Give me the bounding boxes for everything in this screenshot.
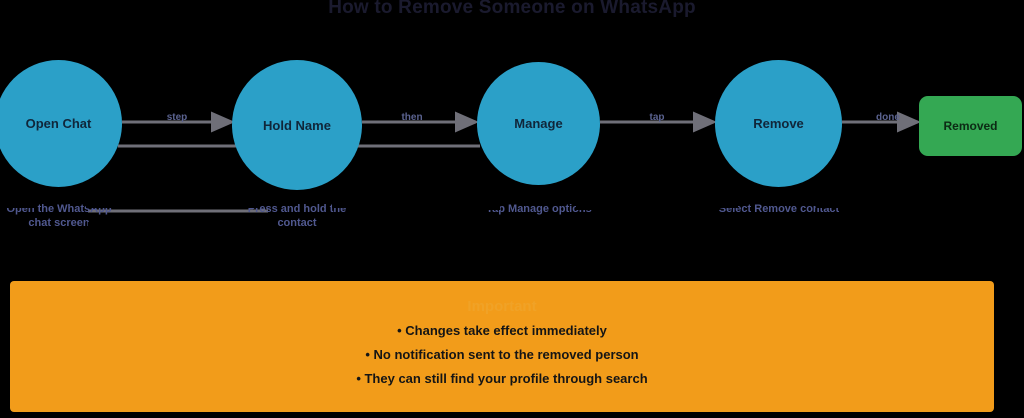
flow-node-open-chat[interactable]: Open Chat <box>0 60 122 187</box>
flow-diagram: Open Chat Hold Name Manage Remove Remove… <box>0 46 1024 252</box>
occlusion-bar <box>576 194 624 210</box>
flow-node-label: Remove <box>753 116 804 131</box>
occlusion-bar <box>332 194 384 208</box>
flow-node-label: Removed <box>943 118 998 133</box>
flow-node-label: Open Chat <box>25 116 92 131</box>
edge-label-open-chat-hold-name: step <box>166 112 188 123</box>
edge-label-manage-remove: tap <box>649 112 665 123</box>
flow-node-manage[interactable]: Manage <box>477 62 600 185</box>
occlusion-bar <box>470 194 500 210</box>
flow-node-hold-name[interactable]: Hold Name <box>232 60 362 190</box>
occlusion-bar <box>86 232 146 252</box>
notes-heading: Important <box>467 298 537 315</box>
flow-node-sublabel-manage: Tap Manage options <box>486 203 592 215</box>
occlusion-bar <box>576 222 624 250</box>
note-bullet: • Changes take effect immediately <box>397 323 607 338</box>
note-bullet: • No notification sent to the removed pe… <box>365 347 639 362</box>
occlusion-bar <box>226 222 242 234</box>
occlusion-bar <box>88 222 102 234</box>
occlusion-bar <box>0 234 22 248</box>
occlusion-bar <box>470 226 506 250</box>
occlusion-bar <box>818 232 870 252</box>
occlusion-bar <box>816 194 870 208</box>
occlusion-bar <box>0 194 34 208</box>
page-title: How to Remove Someone on WhatsApp <box>328 0 696 18</box>
flow-node-label: Hold Name <box>263 117 331 133</box>
occlusion-bar <box>86 194 136 208</box>
edge-label-remove-removed: done <box>876 112 900 123</box>
occlusion-bar <box>336 232 392 252</box>
notes-panel: Important • Changes take effect immediat… <box>10 281 994 412</box>
flow-node-sublabel-remove: Select Remove contact <box>718 203 840 215</box>
note-bullet: • They can still find your profile throu… <box>356 371 648 386</box>
flow-node-sublabel-hold-name: Press and hold the contact <box>247 203 347 229</box>
occlusion-bar <box>708 194 738 208</box>
flow-node-remove[interactable]: Remove <box>715 60 842 187</box>
edge-label-hold-name-manage: then <box>401 112 423 123</box>
occlusion-bar <box>708 232 732 252</box>
flow-node-label: Manage <box>514 116 563 131</box>
occlusion-bar <box>226 194 260 208</box>
flow-node-removed[interactable]: Removed <box>919 96 1022 156</box>
